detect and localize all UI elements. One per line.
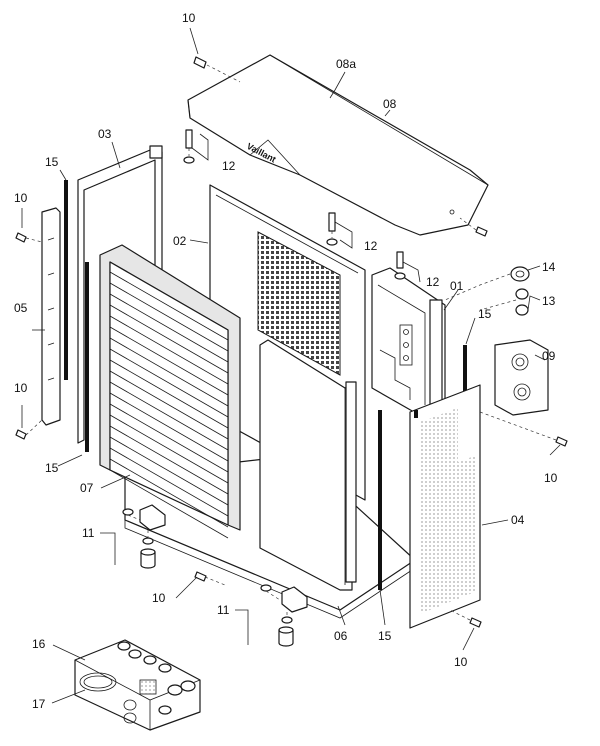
coil-fin [109, 271, 229, 341]
coil-fin [109, 425, 229, 495]
callout-heat-exchanger: 07 [80, 481, 94, 495]
callout-screw-left-top: 10 [14, 191, 28, 205]
top-cover: Vaillant [187, 54, 489, 236]
connection-plate [494, 339, 549, 416]
callout-front-panel: 06 [334, 629, 348, 643]
coil-fin [109, 403, 229, 473]
callout-damper-right: 11 [217, 603, 230, 617]
callout-accessory-kit: 16 [32, 637, 46, 651]
callout-stud-right: 12 [426, 275, 440, 289]
callout-stud-middle: 12 [364, 239, 378, 253]
screw-icon [15, 56, 568, 628]
callout-screw-bottom: 10 [152, 591, 166, 605]
coil-fin [109, 447, 229, 517]
callout-fittings-small: 13 [542, 294, 556, 308]
callout-service-panel: 04 [511, 513, 525, 527]
fitting-large [510, 266, 530, 282]
callout-accessory-hose: 17 [32, 697, 46, 711]
coil-fin [109, 359, 229, 429]
fan-grille [257, 231, 341, 376]
coil-fin [109, 458, 229, 528]
gasket-strip-front [378, 410, 382, 590]
callout-labels: 10 08a 08 03 15 12 10 02 12 05 12 01 14 … [14, 11, 558, 711]
front-panel [259, 339, 357, 591]
control-box [371, 267, 446, 421]
coil-fin [109, 326, 229, 396]
gasket-strip-left [64, 180, 68, 380]
callout-control-box: 01 [450, 279, 464, 293]
coil-fin [109, 436, 229, 506]
coil-fin [109, 381, 229, 451]
callout-top-cover: 08 [383, 97, 397, 111]
damper-foot-left [122, 504, 166, 569]
coil-fin [109, 469, 229, 539]
coil-fin [109, 337, 229, 407]
callout-side-frame: 03 [98, 127, 112, 141]
callout-screw-bottom-right: 10 [454, 655, 468, 669]
assembly-lines [25, 64, 557, 621]
callout-screw-left-bottom: 10 [14, 381, 28, 395]
damper-foot-right [260, 584, 308, 647]
callout-fitting-large: 14 [542, 260, 556, 274]
callout-side-strip: 05 [14, 301, 28, 315]
coil-fin [109, 293, 229, 363]
coil-fin [109, 370, 229, 440]
coil-fin [109, 392, 229, 462]
service-panel [409, 384, 481, 629]
coil-fin [109, 304, 229, 374]
callout-gasket-left: 15 [45, 155, 59, 169]
callout-gasket-front: 15 [378, 629, 392, 643]
callout-connection-plate: 09 [542, 349, 556, 363]
coil-fin [109, 282, 229, 352]
coil-fin [109, 348, 229, 418]
callout-screw-top: 10 [182, 11, 196, 25]
accessory-kit [74, 639, 201, 731]
callout-stud-left: 12 [222, 159, 236, 173]
callout-gasket-coil: 15 [45, 461, 59, 475]
gasket-strip-coil [85, 262, 89, 452]
leader-lines [21, 27, 561, 704]
callout-rear-panel: 02 [173, 234, 187, 248]
callout-top-cover-insert: 08a [336, 57, 356, 71]
coil-fin [109, 414, 229, 484]
coil-fin [109, 315, 229, 385]
fittings-small [515, 288, 529, 316]
gasket-strip-right [463, 345, 467, 430]
side-strip [41, 207, 61, 426]
heat-exchanger-coil [99, 244, 241, 539]
callout-screw-right: 10 [544, 471, 558, 485]
callout-gasket-right: 15 [478, 307, 492, 321]
callout-damper-left: 11 [82, 526, 95, 540]
